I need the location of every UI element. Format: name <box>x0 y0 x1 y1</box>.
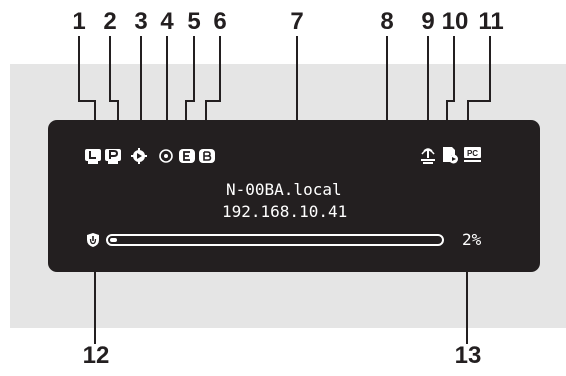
device-hostname: N-00BA.local <box>226 180 342 199</box>
callout-1: 1 <box>72 8 86 35</box>
callout-6: 6 <box>213 8 227 35</box>
leader-line-9 <box>427 36 429 146</box>
e-badge-icon <box>179 149 195 163</box>
leader-line-13 <box>466 248 468 344</box>
leader-line-2 <box>109 36 111 100</box>
b-badge-icon <box>199 149 215 163</box>
leader-line-8 <box>386 36 388 212</box>
leader-line-6-drop <box>205 100 207 148</box>
leader-line-1-drop <box>94 100 96 148</box>
svg-text:PC: PC <box>467 149 478 158</box>
leader-line-1-elbow <box>78 100 96 102</box>
leader-line-5-drop <box>185 100 187 148</box>
leader-line-8-elbow <box>368 211 388 213</box>
playback-doc-icon <box>443 147 458 164</box>
signal-tower-icon <box>421 148 435 164</box>
leader-line-12 <box>94 248 96 344</box>
leader-line-3 <box>140 36 142 148</box>
shield-power-icon <box>87 233 99 247</box>
callout-11: 11 <box>478 8 504 35</box>
callout-9: 9 <box>421 8 435 35</box>
progress-bar <box>106 234 444 246</box>
leader-line-2-elbow <box>109 100 119 102</box>
callout-5: 5 <box>187 8 201 35</box>
leader-line-1 <box>78 36 80 100</box>
callout-3: 3 <box>134 8 148 35</box>
leader-line-5-elbow <box>185 100 195 102</box>
device-ip-address: 192.168.10.41 <box>222 202 348 221</box>
leader-line-6 <box>219 36 221 100</box>
leader-line-6-elbow <box>205 100 221 102</box>
p-badge-icon <box>105 149 121 164</box>
callout-10: 10 <box>441 8 469 35</box>
circle-dot-icon <box>159 149 173 163</box>
sun-gear-icon <box>131 148 147 164</box>
progress-percent: 2% <box>462 230 482 249</box>
leader-line-10-drop <box>446 100 448 148</box>
callout-4: 4 <box>160 8 174 35</box>
leader-line-5 <box>193 36 195 100</box>
leader-line-4 <box>166 36 168 148</box>
callout-8: 8 <box>380 8 394 35</box>
callout-13: 13 <box>454 342 482 369</box>
leader-line-11-drop <box>467 100 469 148</box>
callout-7: 7 <box>290 8 304 35</box>
lcd-display-panel <box>48 120 540 272</box>
progress-fill <box>110 238 117 242</box>
leader-line-10 <box>453 36 455 100</box>
pc-badge-icon: PC <box>464 147 481 162</box>
callout-2: 2 <box>103 8 117 35</box>
leader-line-11 <box>489 36 491 100</box>
leader-line-11-elbow <box>467 100 491 102</box>
l-badge-icon <box>85 149 101 164</box>
leader-line-2-drop <box>117 100 119 148</box>
leader-line-10-elbow <box>446 100 455 102</box>
callout-12: 12 <box>82 342 110 369</box>
leader-line-7 <box>296 36 298 176</box>
